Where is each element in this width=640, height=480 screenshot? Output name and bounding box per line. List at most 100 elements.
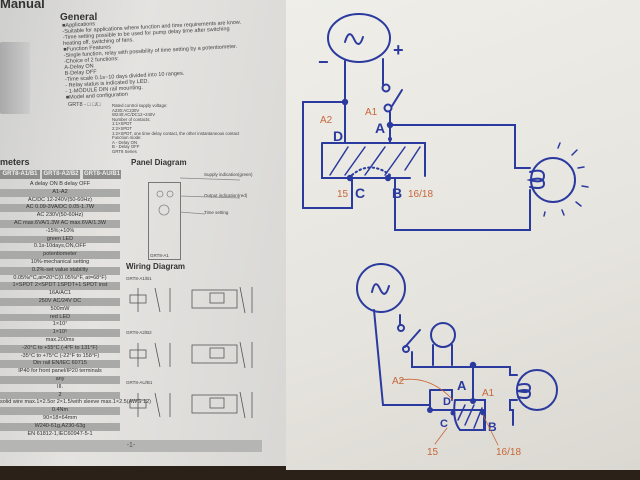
switch-lever-icon: [391, 89, 403, 107]
model-note: Function mode:: [112, 135, 142, 141]
model-note: A - Delay ON: [112, 139, 138, 145]
table-row: solid wire max.1×2.5or 2×1.5/with sleeve…: [0, 399, 151, 406]
terminal-a-label: A: [457, 378, 467, 393]
panel-label: Supply indication(green): [204, 172, 253, 177]
terminal-b-label: B: [392, 185, 402, 201]
wiring-model: GRT8-AU/B1: [126, 380, 153, 385]
switch-lever-icon: [404, 329, 421, 348]
wiring-model: GRT8-A1/B1: [126, 276, 152, 281]
table-row: III.: [56, 383, 64, 390]
table-row: -20°C to +55°C (-4°F to 131°F): [0, 344, 120, 353]
terminal-c-label: C: [355, 185, 365, 201]
wiring-schematics: [129, 177, 253, 419]
panel-label: Output indication(red): [204, 193, 248, 198]
table-row: red LED: [0, 313, 120, 322]
table-row: A delay ON B delay OFF: [29, 181, 91, 187]
terminal-c-label: C: [440, 418, 448, 430]
model-note: Number of contacts:: [112, 116, 151, 122]
a2-label: A2: [320, 115, 333, 126]
table-row: green LED: [0, 235, 120, 244]
table-row: 1×10⁷: [52, 321, 68, 328]
ac-source-icon: [356, 263, 406, 313]
table-row: 0.2%-set value stability: [0, 266, 120, 275]
panel-model: GRT8-A1: [150, 253, 169, 258]
model-note: GRT8 Series: [112, 148, 137, 154]
table-row: 1×SPDT 2×SPDT 1SPDT+1 SPDT inst: [0, 282, 120, 291]
table-row: W240-61g,A230-63g: [0, 422, 120, 431]
wiring-diagram-heading: Wiring Diagram: [126, 262, 186, 271]
manual-title: Manual: [0, 0, 45, 11]
panel-label: Time setting: [204, 210, 229, 215]
minus-label: −: [318, 52, 329, 72]
table-row: A1-A2: [0, 188, 120, 197]
terminal-d-label: D: [333, 128, 343, 144]
a1-label: A1: [482, 388, 495, 399]
table-row: AC max.6VA/1.3W AC max.6VA/1.3W: [0, 220, 120, 228]
a1-label: A1: [365, 107, 378, 118]
pin-15-label: 15: [337, 189, 349, 200]
a2-label: A2: [392, 376, 405, 387]
sine-wave-icon: [344, 33, 364, 45]
model-note: A230:AC230V: [112, 107, 140, 113]
light-rays-icon: [543, 142, 589, 217]
table-row: max.200ms: [45, 337, 75, 343]
table-row: 1×10⁵: [0, 329, 120, 337]
wiring-model: GRT8-A2/B2: [126, 330, 152, 335]
table-row: 0.4Nm: [0, 407, 120, 415]
terminal-a-label: A: [375, 120, 385, 136]
small-lamp-icon: [430, 322, 456, 348]
model-note: Rated control supply voltage:: [112, 103, 168, 108]
table-row: potentiometer: [0, 251, 120, 259]
table-row: AC 0.09-3VA/DC 0.05-1.7W: [0, 204, 120, 213]
timer-relay-photo: [0, 42, 30, 114]
table-row: AC 230V(50-60Hz): [36, 212, 84, 219]
terminal-b-label: B: [488, 420, 497, 434]
table-row: 0.1s-10days,ON,OFF: [33, 243, 87, 250]
table-row: 10%-mechanical setting: [30, 259, 90, 265]
table-row: 0.05%/°C,at=20°C(0.05%/°F, at=68°F): [13, 274, 107, 281]
lamp-icon: [530, 157, 576, 203]
panel-diagram-heading: Panel Diagram: [131, 158, 187, 167]
terminal-d-label: D: [443, 396, 451, 408]
tab-a2-b2: GRT8-A2/B2: [42, 170, 80, 179]
ac-source-icon: [327, 13, 391, 63]
top-circuit-sketch: + − A D C B A1 A2 15 16/18: [302, 13, 589, 231]
table-row: any: [0, 376, 120, 384]
model-note: W240:AC/DC12~240V: [112, 112, 156, 118]
pin-16-18-label: 16/18: [408, 189, 433, 200]
model-code: GRT8 - □ □/□: [68, 102, 101, 108]
general-heading: General: [60, 12, 98, 23]
relay-hatching: [457, 404, 483, 429]
model-note: 1:2×SPDT, one time delay contact, the ot…: [112, 130, 240, 136]
sine-wave-icon: [371, 283, 390, 295]
switch-contact-icon: [381, 83, 391, 93]
tab-a1-b1: GRT8-A1/B1: [0, 170, 40, 179]
tab-au-b1: GRT8-AU/B1: [83, 170, 121, 179]
model-note: B - Delay OFF: [112, 144, 140, 150]
table-row: 500mW: [50, 305, 70, 312]
relay-hatching: [329, 146, 421, 176]
table-row: AC/DC 12-240V(50-60Hz): [28, 196, 92, 203]
panel-diagram: [148, 182, 181, 260]
table-row: -15%;+10%: [45, 227, 75, 234]
pin-15-label: 15: [427, 447, 439, 458]
lamp-icon: [516, 369, 558, 411]
bottom-circuit-sketch: A D C B A2 A1 15 16/18: [356, 263, 558, 458]
parameters-heading: meters: [0, 157, 30, 167]
printed-manual-page: Manual General ■Applications -Suitable f…: [0, 0, 292, 466]
table-row: 250V AC/24V DC: [0, 298, 120, 306]
model-note: 2:2×SPDT: [112, 125, 132, 131]
table-row: EN 61812-1,IEC60947-5-1: [27, 430, 93, 437]
model-notes: Rated control supply voltage:A230:AC230V…: [112, 103, 240, 155]
page-footer: -1-: [0, 440, 262, 452]
model-note: 1:1×SPDT: [112, 121, 132, 127]
table-row: 2: [0, 391, 120, 400]
table-row: -35°C to +75°C (-22°F to 158°F): [20, 352, 100, 359]
table-row: 90×18×64mm: [43, 415, 77, 421]
plus-label: +: [393, 40, 404, 60]
pin-16-18-label: 16/18: [496, 447, 521, 458]
page-number: -1-: [126, 442, 136, 449]
table-row: 16A/AC1: [48, 290, 71, 297]
table-row: Din rail EN/IEC 60715: [0, 360, 120, 369]
